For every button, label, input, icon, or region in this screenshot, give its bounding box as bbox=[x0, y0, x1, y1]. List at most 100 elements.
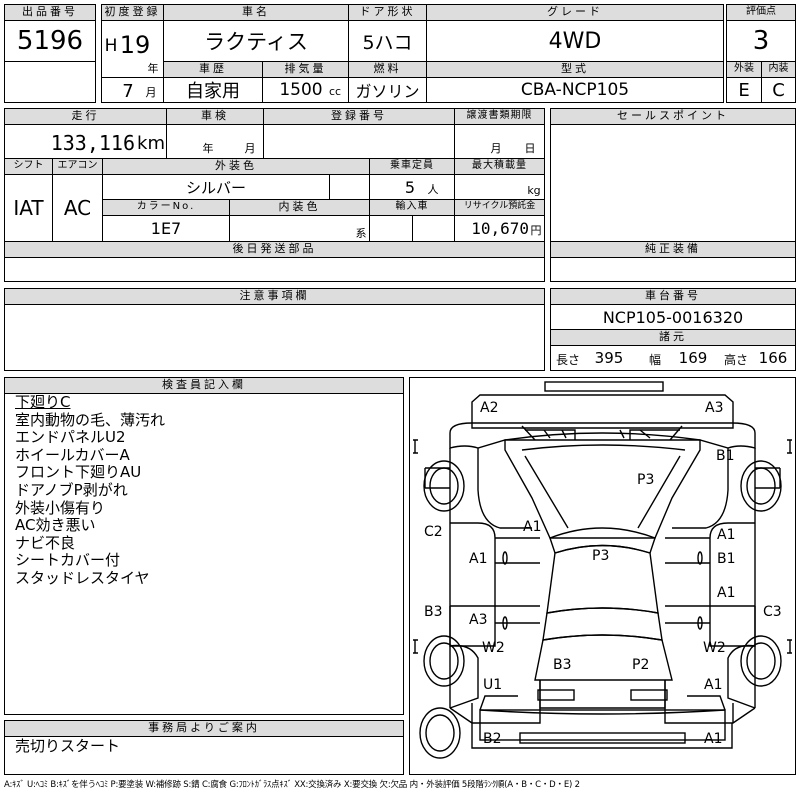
shift: IAT bbox=[13, 196, 44, 220]
office-notice-box: 売切りスタート bbox=[4, 736, 404, 775]
displacement: 1500 bbox=[279, 80, 323, 100]
transfer-day-unit: 日 bbox=[524, 142, 536, 155]
inspection-box: 年 月 bbox=[166, 124, 264, 159]
inspector-note: ホイールカバーA bbox=[15, 445, 130, 464]
width-value: 169 bbox=[678, 349, 708, 367]
damage-mark-a2: A2 bbox=[480, 400, 499, 416]
year-unit: 年 bbox=[147, 62, 159, 75]
damage-mark-b3-left: B3 bbox=[424, 604, 443, 620]
mileage: 133,116 bbox=[50, 131, 135, 155]
first-registration-header: 初度登録 bbox=[101, 4, 164, 21]
import-box-a bbox=[369, 215, 413, 242]
inspector-note: エンドパネルU2 bbox=[15, 428, 126, 447]
fuel-box: ガソリン bbox=[348, 77, 427, 103]
chassis-number: NCP105-0016320 bbox=[602, 307, 744, 327]
inspector-note: シートカバー付 bbox=[15, 551, 121, 570]
damage-mark-a1-windshield: A1 bbox=[523, 519, 542, 535]
first-registration-month-box: 7 月 bbox=[101, 77, 164, 103]
damage-mark-b1-right-front-door: B1 bbox=[717, 551, 736, 567]
width-label: 幅 bbox=[648, 352, 661, 367]
registration-number-box bbox=[263, 124, 455, 159]
exterior-color-extra-box bbox=[329, 174, 370, 200]
seating-box: 5 人 bbox=[369, 174, 455, 200]
max-load-header: 最大積載量 bbox=[454, 158, 545, 175]
wheel bbox=[419, 460, 782, 759]
displacement-unit: cc bbox=[328, 84, 342, 98]
lot-number-blank bbox=[4, 61, 96, 103]
grade-box: 4WD bbox=[426, 20, 724, 62]
door-type-header: ドア形状 bbox=[348, 4, 427, 21]
length-label: 長さ bbox=[555, 352, 580, 367]
damage-mark-a1-right-rear: A1 bbox=[704, 677, 723, 693]
seating: 5 bbox=[404, 177, 416, 197]
genuine-equipment-header: 純正装備 bbox=[550, 241, 796, 258]
car-name-box: ラクティス bbox=[163, 20, 349, 62]
inspector-note: AC効き悪い bbox=[15, 516, 96, 535]
shift-box: IAT bbox=[4, 174, 53, 242]
shift-header: シフト bbox=[4, 158, 53, 175]
later-parts-header: 後日発送部品 bbox=[4, 241, 545, 258]
displacement-box: 1500 cc bbox=[262, 77, 349, 103]
specs-box: 長さ 395 幅 169 高さ 166 bbox=[550, 345, 796, 371]
specs-header: 諸元 bbox=[550, 329, 796, 346]
model-code: CBA-NCP105 bbox=[520, 80, 630, 100]
import-box-b bbox=[412, 215, 455, 242]
first-registration-month: 7 bbox=[122, 80, 134, 102]
first-registration-box: H 19 年 bbox=[101, 20, 164, 78]
damage-mark-p3-hood: P3 bbox=[637, 472, 655, 488]
car-diagram-box: A2 A3 B1 P3 A1 C2 A1 P3 A1 B1 A1 B3 A3 C… bbox=[409, 377, 796, 775]
transfer-deadline-header: 譲渡書類期限 bbox=[454, 108, 545, 125]
notes-box bbox=[4, 304, 545, 371]
history-header: 車歴 bbox=[163, 61, 263, 78]
inspector-note: ナビ不良 bbox=[15, 533, 76, 552]
damage-mark-a1-right-rear-door: A1 bbox=[717, 585, 736, 601]
month-unit: 月 bbox=[145, 86, 157, 99]
interior-color-box: 系 bbox=[229, 215, 370, 242]
inspector-note: 下廻りC bbox=[15, 393, 71, 411]
damage-mark-u1: U1 bbox=[483, 677, 503, 693]
exterior-color-box: シルバー bbox=[102, 174, 330, 200]
damage-mark-p3-roof: P3 bbox=[592, 548, 610, 564]
car-name-header: 車名 bbox=[163, 4, 349, 21]
inspector-note: フロント下廻りAU bbox=[15, 463, 142, 482]
score-box: 3 bbox=[726, 20, 796, 62]
color-no: 1E7 bbox=[150, 219, 182, 238]
fuel-header: 燃料 bbox=[348, 61, 427, 78]
inspection-year-unit: 年 bbox=[202, 142, 214, 155]
transfer-deadline-box: 月 日 bbox=[454, 124, 545, 159]
interior-grade-header: 内装 bbox=[761, 61, 796, 78]
mileage-box: 133,116 km bbox=[4, 124, 167, 159]
score: 3 bbox=[752, 26, 770, 56]
import-header: 輸入車 bbox=[369, 199, 455, 216]
exterior-grade: E bbox=[738, 79, 750, 101]
damage-mark-b2: B2 bbox=[483, 731, 502, 747]
damage-legend: A:ｷｽﾞ U:ﾍｺﾐ B:ｷｽﾞを伴うﾍｺﾐ P:要塗装 W:補修跡 S:錆 … bbox=[4, 780, 580, 790]
seating-header: 乗車定員 bbox=[369, 158, 455, 175]
damage-mark-w2-left: W2 bbox=[482, 640, 505, 656]
exterior-grade-header: 外装 bbox=[726, 61, 762, 78]
grade: 4WD bbox=[548, 28, 602, 54]
exterior-grade-box: E bbox=[726, 77, 762, 103]
sales-points-box bbox=[550, 124, 796, 242]
damage-mark-b3-rear: B3 bbox=[553, 657, 572, 673]
damage-mark-c3: C3 bbox=[763, 604, 782, 620]
damage-mark-b1-top: B1 bbox=[716, 448, 735, 464]
inspector-note: 室内動物の毛、薄汚れ bbox=[15, 410, 166, 429]
grade-header: グレード bbox=[426, 4, 724, 21]
model-code-box: CBA-NCP105 bbox=[426, 77, 724, 103]
office-notice: 売切りスタート bbox=[15, 737, 121, 755]
damage-mark-p2-rear: P2 bbox=[632, 657, 650, 673]
aircon-box: AC bbox=[52, 174, 103, 242]
max-load-unit: kg bbox=[527, 183, 541, 197]
damage-mark-c2: C2 bbox=[424, 524, 443, 540]
damage-mark-a3: A3 bbox=[705, 400, 724, 416]
car-damage-diagram bbox=[413, 381, 792, 759]
history-box: 自家用 bbox=[163, 77, 263, 103]
damage-mark-a1-left-front-door: A1 bbox=[469, 551, 488, 567]
notes-header: 注意事項欄 bbox=[4, 288, 545, 305]
color-no-box: 1E7 bbox=[102, 215, 230, 242]
recycle-fee-header: リサイクル預託金 bbox=[454, 199, 545, 216]
lot-number-header: 出品番号 bbox=[4, 4, 96, 21]
recycle-fee-box: 10,670 円 bbox=[454, 215, 545, 242]
inspection-month-unit: 月 bbox=[244, 142, 256, 155]
